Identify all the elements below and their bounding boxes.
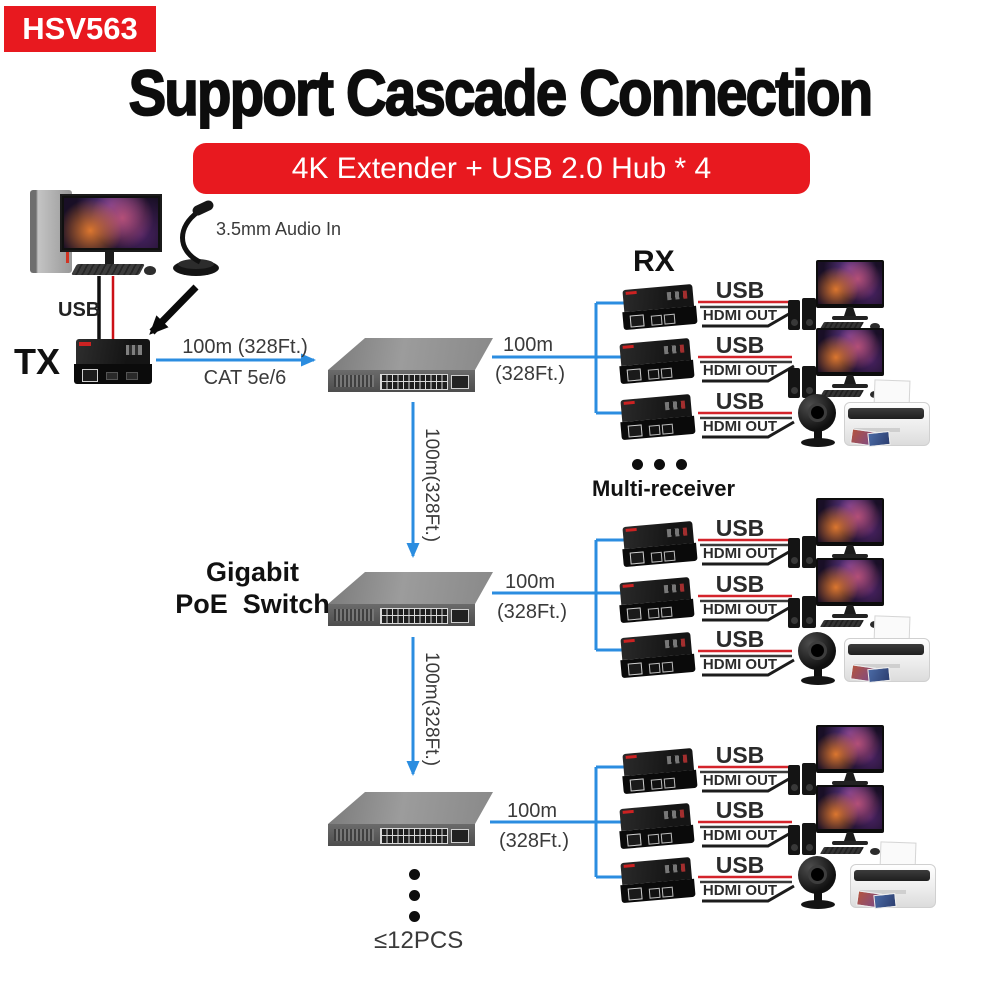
switch-vents xyxy=(334,829,374,841)
tx-link-distance: 100m (328Ft.) xyxy=(182,336,308,358)
monitor-speakers-set xyxy=(788,260,884,334)
printer-icon xyxy=(850,841,936,910)
switch-vents xyxy=(334,609,374,621)
webcam-icon xyxy=(796,394,840,448)
branch-link-top-1: 100m xyxy=(502,334,554,356)
usb-label: USB xyxy=(715,277,765,303)
subtitle-text: 4K Extender + USB 2.0 Hub * 4 xyxy=(291,151,712,185)
hdmi-out-label: HDMI OUT xyxy=(702,827,778,844)
audio-in-label: 3.5mm Audio In xyxy=(216,219,342,239)
usb-label: USB xyxy=(715,852,765,878)
monitor-speakers-set xyxy=(788,785,884,859)
switch-sfp-ports xyxy=(451,609,469,623)
model-badge-label: HSV563 xyxy=(22,11,138,46)
hdmi-out-label: HDMI OUT xyxy=(702,545,778,562)
switch-sfp-ports xyxy=(451,829,469,843)
hdmi-out-label: HDMI OUT xyxy=(702,601,778,618)
branch-link-top-2: 100m xyxy=(504,571,556,593)
hdmi-out-label: HDMI OUT xyxy=(702,307,778,324)
usb-label: USB xyxy=(715,742,765,768)
rx-device xyxy=(618,855,696,905)
tx-device xyxy=(74,339,152,386)
rx-device xyxy=(620,519,698,569)
multi-receiver-label: Multi-receiver xyxy=(592,476,736,501)
page-title: Support Cascade Connection xyxy=(128,56,874,130)
poe-switch-2 xyxy=(328,572,493,630)
rx-device xyxy=(620,746,698,796)
usb-label: USB xyxy=(715,388,765,414)
webcam-icon xyxy=(796,856,840,910)
cascade-link-label-1: 100m(328Ft.) xyxy=(420,428,442,543)
usb-label: USB xyxy=(715,626,765,652)
switch-sfp-ports xyxy=(451,375,469,389)
switch-ports xyxy=(380,828,448,844)
switch-label-line2: PoE Switch xyxy=(175,589,330,619)
branch-link-bottom-3: (328Ft.) xyxy=(498,830,570,852)
microphone-icon xyxy=(173,200,219,276)
rx-device xyxy=(617,801,695,851)
usb-label: USB xyxy=(715,515,765,541)
rx-device xyxy=(618,392,696,442)
tx-rj45-port xyxy=(82,369,98,382)
printer-icon xyxy=(844,615,930,684)
printer-icon xyxy=(844,379,930,448)
ellipsis-dot xyxy=(654,459,665,470)
branch-link-bottom-1: (328Ft.) xyxy=(494,363,566,385)
ellipsis-dot xyxy=(409,869,420,880)
hdmi-out-label: HDMI OUT xyxy=(702,418,778,435)
hdmi-out-label: HDMI OUT xyxy=(702,656,778,673)
pc-monitor-screen xyxy=(64,198,158,248)
switch-top xyxy=(328,338,493,370)
rx-device xyxy=(617,575,695,625)
monitor-speakers-set xyxy=(788,725,884,799)
tx-link-cable: CAT 5e/6 xyxy=(203,367,287,389)
rx-device xyxy=(618,630,696,680)
source-cables xyxy=(97,276,199,342)
switch-ports xyxy=(380,374,448,390)
tx-port xyxy=(126,372,138,380)
cascade-link-label-2: 100m(328Ft.) xyxy=(420,652,442,767)
ellipsis-dot xyxy=(676,459,687,470)
poe-switch-1 xyxy=(328,338,493,396)
keyboard-icon xyxy=(71,264,145,275)
tx-port xyxy=(106,372,118,380)
rx-device xyxy=(617,336,695,386)
switch-label-line1: Gigabit xyxy=(206,557,299,587)
hdmi-out-label: HDMI OUT xyxy=(702,772,778,789)
ellipsis-dot xyxy=(409,890,420,901)
hdmi-out-label: HDMI OUT xyxy=(702,362,778,379)
model-badge: HSV563 xyxy=(4,6,156,52)
ellipsis-dot xyxy=(409,911,420,922)
usb-label: USB xyxy=(715,797,765,823)
hdmi-out-label: HDMI OUT xyxy=(702,882,778,899)
subtitle-banner: 4K Extender + USB 2.0 Hub * 4 xyxy=(193,143,810,194)
monitor-speakers-set xyxy=(788,498,884,572)
poe-switch-3 xyxy=(328,792,493,850)
branch-link-top-3: 100m xyxy=(506,800,558,822)
webcam-icon xyxy=(796,632,840,686)
usb-label: USB xyxy=(715,571,765,597)
branch-link-bottom-2: (328Ft.) xyxy=(496,601,568,623)
rx-label: RX xyxy=(633,245,675,278)
usb-label: USB xyxy=(715,332,765,358)
usb-cable-label: USB xyxy=(58,299,101,321)
switch-ports xyxy=(380,608,448,624)
rx-device xyxy=(620,282,698,332)
switch-vents xyxy=(334,375,374,387)
max-pcs-label: ≤12PCS xyxy=(374,927,464,954)
ellipsis-dot xyxy=(632,459,643,470)
switch-top xyxy=(328,792,493,824)
switch-top xyxy=(328,572,493,604)
tx-device-top xyxy=(76,339,150,364)
monitor-speakers-set xyxy=(788,328,884,402)
tx-label: TX xyxy=(14,341,61,382)
pc-monitor-stand xyxy=(105,252,114,265)
monitor-speakers-set xyxy=(788,558,884,632)
mouse-icon xyxy=(144,266,156,275)
